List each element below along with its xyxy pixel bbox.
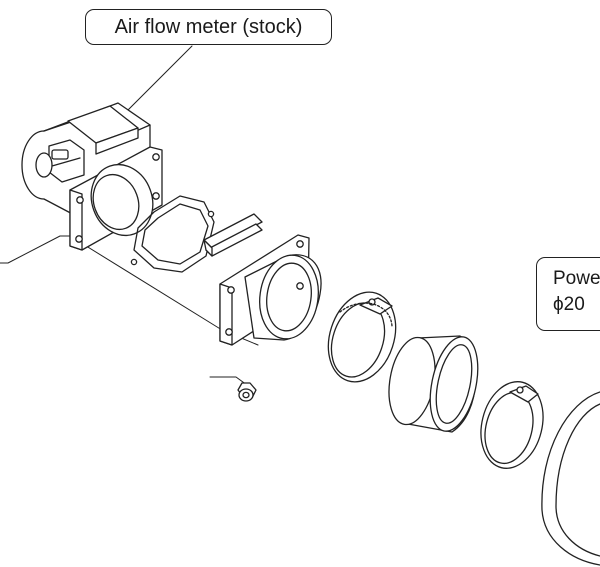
air-flow-meter-label: Air flow meter (stock) xyxy=(114,16,303,38)
air-flow-meter-callout: Air flow meter (stock) xyxy=(85,9,332,45)
power-filter-callout: Powe ϕ20 xyxy=(536,257,600,331)
spacer-bar xyxy=(203,213,263,257)
flange-gasket xyxy=(130,195,215,273)
power-filter-label: Powe xyxy=(553,268,600,289)
hex-nut xyxy=(237,382,257,402)
power-filter-diameter: ϕ20 xyxy=(553,294,585,315)
adapter-flange xyxy=(219,234,322,346)
rubber-coupler xyxy=(388,335,479,433)
meter-flange xyxy=(69,146,163,251)
hose-clamp-2 xyxy=(480,381,544,469)
power-filter xyxy=(541,391,600,566)
hose-clamp-1 xyxy=(327,291,397,383)
